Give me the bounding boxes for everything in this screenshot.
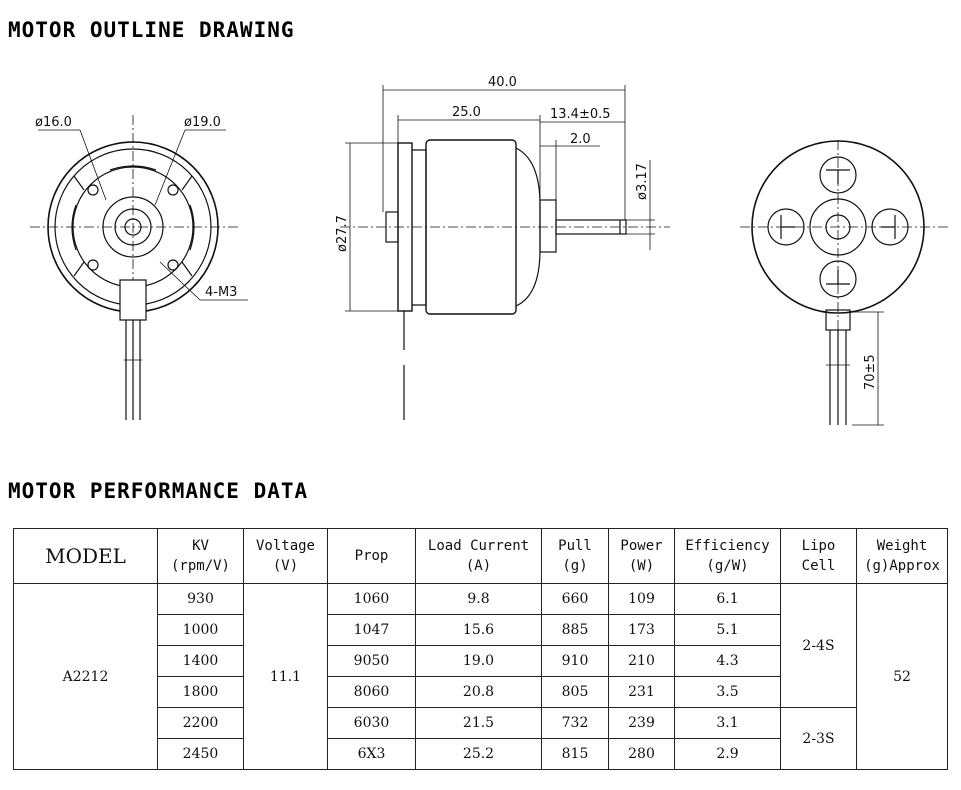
power-cell: 210 [608,645,675,677]
kv-cell: 1800 [157,676,244,708]
performance-data-title: MOTOR PERFORMANCE DATA [8,479,309,503]
prop-cell: 1047 [327,614,416,646]
header-power: Power(W) [608,528,675,584]
header-kv: KV(rpm/V) [157,528,244,584]
power-cell: 280 [608,738,675,770]
pull-cell: 815 [541,738,609,770]
header-load-current: Load Current(A) [415,528,542,584]
efficiency-cell: 3.1 [674,707,781,739]
pull-cell: 805 [541,676,609,708]
efficiency-cell: 2.9 [674,738,781,770]
header-prop: Prop [327,528,416,584]
rear-view [740,140,950,426]
kv-cell: 2450 [157,738,244,770]
header-efficiency: Efficiency(g/W) [674,528,781,584]
efficiency-cell: 5.1 [674,614,781,646]
current-cell: 20.8 [415,676,542,708]
prop-cell: 1060 [327,583,416,615]
power-cell: 173 [608,614,675,646]
current-cell: 25.2 [415,738,542,770]
current-cell: 21.5 [415,707,542,739]
current-cell: 9.8 [415,583,542,615]
table-row: 1000 1047 15.6 885 173 5.1 [14,614,948,646]
table-row: A2212 930 11.1 1060 9.8 660 109 6.1 2-4S… [13,583,948,770]
voltage-cell: 11.1 [243,583,328,770]
outline-drawing-title: MOTOR OUTLINE DRAWING [8,18,295,42]
header-pull: Pull(g) [541,528,609,584]
pull-cell: 885 [541,614,609,646]
dim-front-inner-dia: ø16.0 [35,115,72,130]
dim-front-outer-dia: ø19.0 [184,115,221,130]
dim-shaft-dia: ø3.17 [635,163,650,200]
kv-cell: 1000 [157,614,244,646]
efficiency-cell: 3.5 [674,676,781,708]
prop-cell: 6X3 [327,738,416,770]
dim-shaft-length: 13.4±0.5 [550,107,611,122]
pull-cell: 660 [541,583,609,615]
lipo-cell-a: 2-4S [780,583,857,708]
power-cell: 231 [608,676,675,708]
table-row: 2450 6X3 25.2 815 280 2.9 [14,738,948,770]
performance-table: MODEL KV(rpm/V) Voltage(V) Prop Load Cur… [13,528,948,770]
power-cell: 239 [608,707,675,739]
efficiency-cell: 6.1 [674,583,781,615]
kv-cell: 1400 [157,645,244,677]
prop-cell: 6030 [327,707,416,739]
side-view [340,85,670,420]
header-model: MODEL [13,528,158,584]
header-voltage: Voltage(V) [243,528,328,584]
pull-cell: 732 [541,707,609,739]
model-cell: A2212 [13,583,158,770]
header-weight: Weight(g)Approx [856,528,948,584]
dim-total-length: 40.0 [488,75,517,90]
prop-cell: 9050 [327,645,416,677]
kv-cell: 2200 [157,707,244,739]
front-view [30,115,248,420]
dim-body-dia: ø27.7 [335,215,350,252]
weight-cell: 52 [856,583,948,770]
power-cell: 109 [608,583,675,615]
dim-shaft-step: 2.0 [570,132,591,147]
table-row: 2200 6030 21.5 732 239 3.1 2-3S [14,707,948,770]
current-cell: 15.6 [415,614,542,646]
prop-cell: 8060 [327,676,416,708]
lipo-cell-b: 2-3S [780,707,857,770]
dim-body-length: 25.0 [452,105,481,120]
current-cell: 19.0 [415,645,542,677]
kv-cell: 930 [157,583,244,615]
motor-outline-drawing: ø16.0 ø19.0 4-M3 40.0 25.0 13.4±0.5 2.0 … [30,75,950,426]
dim-lead-length: 70±5 [863,354,878,390]
efficiency-cell: 4.3 [674,645,781,677]
dim-mount-holes: 4-M3 [205,285,237,300]
table-header-row: MODEL KV(rpm/V) Voltage(V) Prop Load Cur… [13,528,948,584]
pull-cell: 910 [541,645,609,677]
table-row: 1800 8060 20.8 805 231 3.5 [14,676,948,708]
